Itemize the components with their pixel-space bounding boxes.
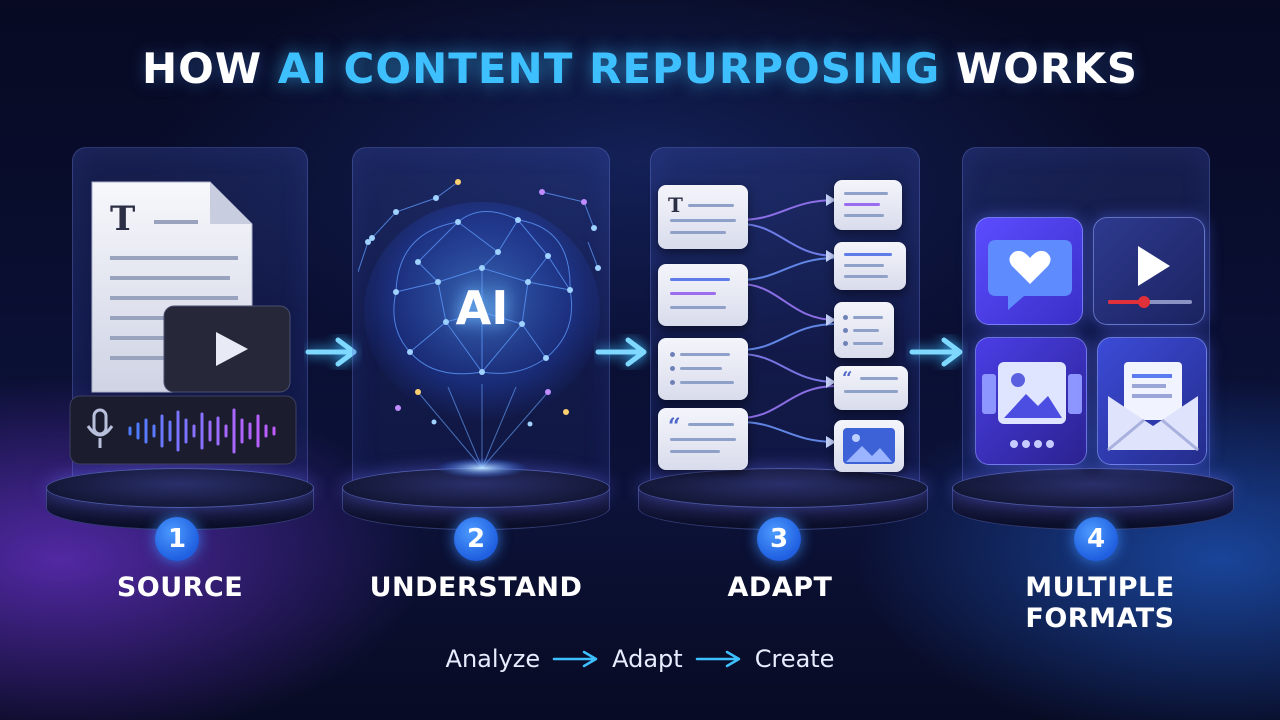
gallery-tile	[975, 337, 1087, 465]
footer-step-analyze: Analyze	[445, 645, 541, 673]
image-icon	[843, 428, 895, 464]
step-4-label: MULTIPLE FORMATS	[1025, 572, 1175, 634]
flow-streams	[740, 194, 837, 448]
step-1-badge: 1	[155, 517, 199, 561]
output-card-quote: “	[834, 366, 908, 410]
waveform-icon	[128, 408, 276, 454]
input-glyph: T	[668, 193, 683, 217]
output-card-image	[834, 420, 904, 472]
email-tile	[1097, 337, 1207, 465]
video-play-icon	[163, 305, 291, 393]
arrow-right-icon	[305, 337, 357, 367]
adapt-podium	[638, 468, 928, 534]
input-card-text: T	[658, 185, 748, 249]
output-quote-glyph: “	[842, 368, 853, 389]
input-quote-glyph: “	[668, 414, 681, 440]
page-title: HOW AI CONTENT REPURPOSING WORKS	[0, 44, 1280, 93]
step-3-badge: 3	[757, 517, 801, 561]
brain-text: AI	[456, 281, 509, 335]
input-card-list	[658, 338, 748, 400]
input-card-quote: “	[658, 408, 748, 470]
formats-podium	[952, 468, 1234, 534]
doc-glyph: T	[110, 199, 135, 239]
step-2-label: UNDERSTAND	[369, 572, 583, 603]
title-prefix: HOW	[141, 44, 263, 93]
ai-brain-icon: AI	[358, 179, 601, 478]
step-4-badge: 4	[1074, 517, 1118, 561]
output-card-2	[834, 242, 906, 290]
title-suffix: WORKS	[955, 44, 1139, 93]
audio-card	[69, 395, 297, 465]
output-card-1	[834, 180, 902, 230]
email-icon	[1107, 362, 1199, 452]
arrow-right-icon	[595, 337, 647, 367]
footer-step-create: Create	[754, 645, 835, 673]
video-tile	[1093, 217, 1205, 325]
arrow-right-icon	[909, 337, 963, 367]
output-card-3	[834, 302, 894, 358]
microphone-icon	[86, 408, 114, 448]
step-2-badge: 2	[454, 517, 498, 561]
step-1-label: SOURCE	[116, 572, 244, 603]
image-gallery-icon	[982, 362, 1082, 448]
chat-tile	[975, 217, 1083, 325]
arrow-right-icon	[695, 650, 740, 668]
chat-heart-icon	[988, 240, 1072, 310]
footer-flow: Analyze Adapt Create	[0, 645, 1280, 673]
video-player-icon	[1108, 246, 1192, 308]
title-accent: AI CONTENT REPURPOSING	[277, 44, 941, 93]
step-3-label: ADAPT	[727, 572, 833, 603]
footer-step-adapt: Adapt	[612, 645, 683, 673]
input-card-lines	[658, 264, 748, 326]
arrow-right-icon	[552, 650, 598, 668]
